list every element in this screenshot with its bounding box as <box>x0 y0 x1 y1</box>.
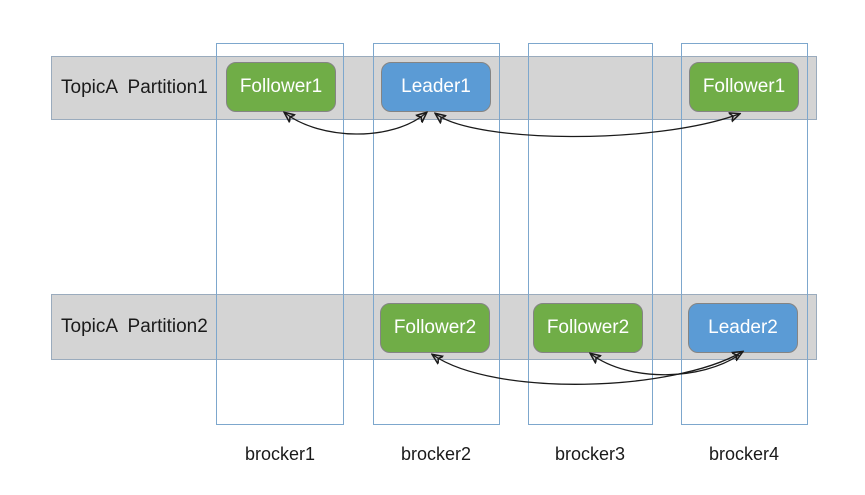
broker-label-brocker3: brocker3 <box>554 444 626 464</box>
replica-box-leader2-brocker4: Leader2 <box>688 303 798 353</box>
broker-column-brocker2 <box>373 43 500 425</box>
replica-box-follower1-brocker4: Follower1 <box>689 62 799 112</box>
broker-label-brocker1: brocker1 <box>244 444 316 464</box>
partition-1-label: TopicA Partition1 <box>61 77 208 98</box>
broker-label-brocker2: brocker2 <box>400 444 472 464</box>
replica-box-follower1-brocker1: Follower1 <box>226 62 336 112</box>
broker-column-brocker1 <box>216 43 344 425</box>
replica-box-leader1-brocker2: Leader1 <box>381 62 491 112</box>
partition-2-label: TopicA Partition2 <box>61 316 208 337</box>
replica-box-follower2-brocker3: Follower2 <box>533 303 643 353</box>
broker-column-brocker4 <box>681 43 808 425</box>
replica-box-follower2-brocker2: Follower2 <box>380 303 490 353</box>
broker-label-brocker4: brocker4 <box>708 444 780 464</box>
broker-column-brocker3 <box>528 43 653 425</box>
